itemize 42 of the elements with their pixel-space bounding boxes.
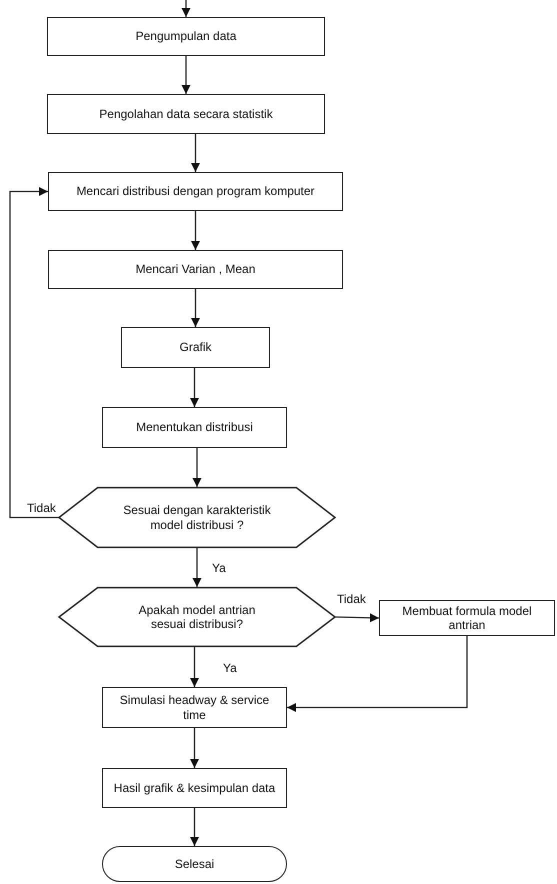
box-text: Sesuai dengan karakteristik model distribusi ?	[122, 503, 272, 532]
edge-label: Ya	[211, 561, 227, 575]
box-text: Grafik	[179, 340, 212, 355]
box-text: Pengumpulan data	[136, 29, 236, 44]
terminal-box	[102, 846, 287, 882]
arrow	[334, 613, 380, 622]
box-text: Apakah model antrian sesuai distribusi?	[138, 602, 256, 632]
process-box	[379, 600, 555, 636]
decision-hexagon	[59, 487, 335, 548]
arrow	[9, 186, 59, 518]
box-text: Menentukan distribusi	[136, 420, 253, 435]
arrow	[190, 808, 200, 846]
process-box	[47, 17, 325, 56]
arrow	[190, 647, 200, 687]
arrow	[181, 56, 191, 94]
arrow	[192, 448, 202, 487]
process-box	[121, 327, 270, 368]
box-text: Mencari Varian , Mean	[136, 262, 256, 277]
process-box	[102, 687, 287, 728]
box-text: Hasil grafik & kesimpulan data	[114, 780, 276, 796]
arrow	[287, 636, 468, 712]
box-text: Membuat formula model antrian	[401, 604, 533, 632]
process-box	[48, 250, 343, 289]
arrow	[190, 368, 200, 407]
process-box	[102, 768, 287, 808]
arrow	[181, 0, 191, 17]
edge-label: Ya	[222, 661, 238, 675]
process-box	[102, 407, 287, 448]
process-box	[48, 172, 343, 211]
process-box	[47, 94, 325, 134]
arrow	[190, 289, 200, 327]
box-text: Selesai	[174, 856, 214, 872]
arrow	[190, 728, 200, 768]
edge-label: Tidak	[336, 592, 367, 606]
arrow	[190, 211, 200, 250]
box-text: Simulasi headway & service time	[118, 693, 270, 722]
arrow	[192, 548, 202, 587]
box-text: Mencari distribusi dengan program komputer	[76, 184, 315, 199]
edge-label: Tidak	[26, 501, 57, 515]
box-text: Pengolahan data secara statistik	[99, 106, 273, 122]
arrow	[190, 134, 200, 172]
decision-hexagon	[59, 587, 335, 647]
